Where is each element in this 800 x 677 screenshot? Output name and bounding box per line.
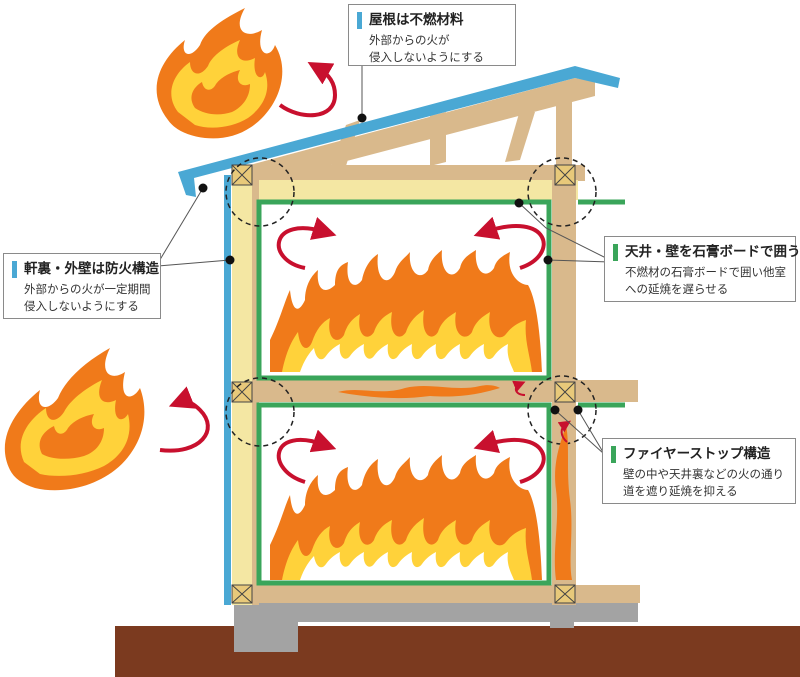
floor-cavity-fire: [338, 385, 500, 399]
fire-stop-blocks: [231, 164, 576, 604]
callout-eaves-body: 外部からの火が一定期間 侵入しないようにする: [24, 281, 151, 315]
callout-eaves-line-1: 外部からの火が一定期間: [24, 282, 151, 296]
fire-stop-highlight-circles: [225, 157, 597, 447]
external-flame-wall: [4, 348, 145, 491]
callout-firestop-bar: [611, 446, 616, 463]
gypsum-board-lines: [256, 199, 625, 586]
exterior-wall-stud: [252, 175, 259, 605]
callout-firestop: ファイヤーストップ構造 壁の中や天井裏などの火の通り 道を遮り延焼を抑える: [602, 438, 796, 504]
external-flame-roof: [156, 8, 283, 139]
callout-gypsum-line-2: への延焼を遅らせる: [625, 282, 729, 296]
ground: [115, 626, 800, 677]
callout-firestop-body: 壁の中や天井裏などの火の通り 道を遮り延焼を抑える: [623, 466, 785, 500]
roof-truss: [250, 78, 595, 185]
callout-roof: 屋根は不燃材料 外部からの火が 侵入しないようにする: [348, 4, 516, 66]
callout-roof-title: 屋根は不燃材料: [369, 12, 464, 28]
callout-gypsum-bar: [613, 244, 618, 261]
callout-gypsum-body: 不燃材の石膏ボードで囲い他室 への延焼を遅らせる: [625, 264, 786, 298]
leader-dots: [198, 113, 583, 415]
callout-gypsum-title: 天井・壁を石膏ボードで囲う: [625, 244, 800, 260]
callout-firestop-line-1: 壁の中や天井裏などの火の通り: [623, 467, 784, 481]
callout-eaves-bar: [12, 261, 17, 278]
ground-floor-beam: [258, 585, 640, 603]
lower-room-fire: [270, 455, 542, 580]
column-cavity-fire: [554, 425, 572, 580]
callout-roof-body: 外部からの火が 侵入しないようにする: [369, 32, 505, 66]
callout-firestop-line-2: 道を遮り延焼を抑える: [623, 484, 738, 498]
callout-eaves: 軒裏・外壁は防火構造 外部からの火が一定期間 侵入しないようにする: [3, 253, 161, 319]
callout-eaves-title: 軒裏・外壁は防火構造: [24, 261, 159, 277]
callout-eaves-line-2: 侵入しないようにする: [24, 299, 139, 313]
foundation: [234, 602, 638, 652]
callout-firestop-title: ファイヤーストップ構造: [623, 446, 771, 462]
exterior-wall-sheathing: [224, 175, 231, 605]
ceiling-insulation: [258, 180, 578, 200]
callout-roof-line-2: 侵入しないようにする: [369, 50, 484, 64]
heat-flow-arrows: [159, 62, 571, 484]
callout-gypsum: 天井・壁を石膏ボードで囲う 不燃材の石膏ボードで囲い他室 への延焼を遅らせる: [604, 236, 800, 302]
callout-roof-bar: [357, 12, 362, 29]
callout-gypsum-line-1: 不燃材の石膏ボードで囲い他室: [625, 265, 786, 279]
callout-roof-line-1: 外部からの火が: [369, 33, 450, 47]
upper-room-fire: [270, 250, 542, 372]
foundation-step: [550, 602, 574, 628]
